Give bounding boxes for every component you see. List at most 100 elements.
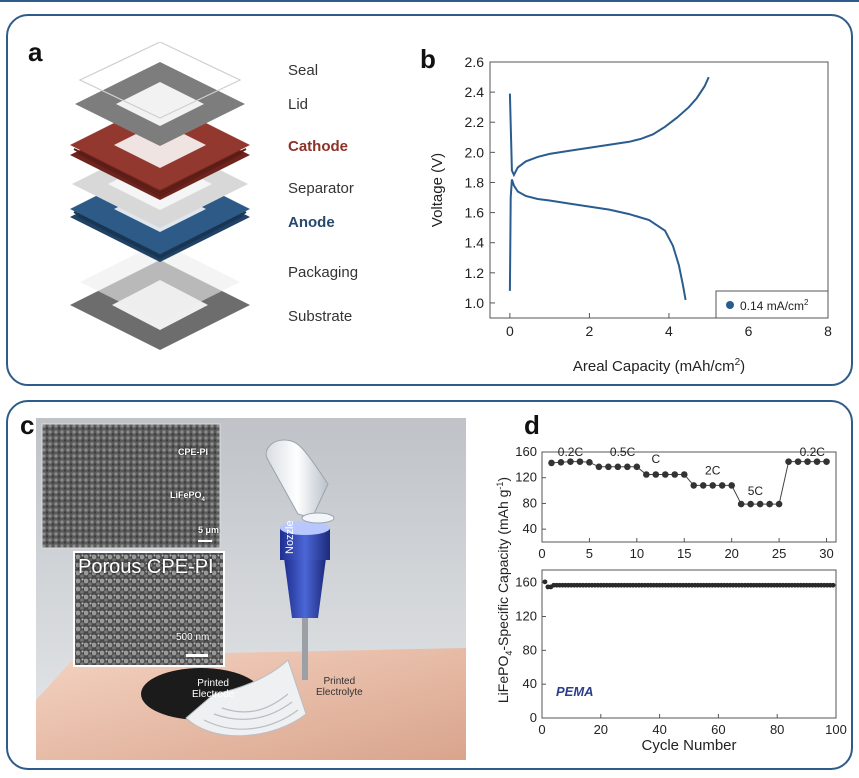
y-tick-label: 1.2: [465, 265, 485, 281]
rate-point: [576, 458, 584, 465]
rate-point: [756, 500, 764, 508]
rate-point: [690, 482, 698, 489]
rate-line: [551, 461, 827, 505]
charge-curve: [508, 76, 710, 178]
y-tick-label: 2.4: [465, 84, 485, 100]
panel-d-letter: d: [524, 410, 540, 440]
panel-a-letter: a: [28, 37, 43, 67]
rate-point: [661, 471, 669, 478]
bottom-y-tick-label: 40: [523, 676, 537, 691]
rate-annotation: 2C: [705, 464, 721, 478]
rate-annotation: 0.2C: [558, 445, 584, 459]
rate-point: [680, 471, 688, 478]
x-tick-label: 4: [665, 323, 673, 339]
layer-label-seal: Seal: [288, 62, 319, 79]
battery-exploded-illustration: [70, 42, 250, 350]
rate-point: [766, 500, 773, 508]
x-tick-label: 2: [586, 323, 594, 339]
legend-marker: [726, 301, 734, 309]
y-tick-label: 1.4: [465, 235, 485, 251]
sem-bottom-title: Porous CPE-PI: [78, 556, 214, 578]
sem-image-top: [41, 423, 221, 549]
chart-d-bottom-plot: [541, 569, 837, 719]
lid-layer: [75, 62, 245, 146]
rate-point: [652, 471, 660, 478]
chart-b-plot-area: [489, 61, 829, 319]
bottom-y-tick-label: 160: [515, 575, 537, 590]
top-x-tick-label: 10: [630, 546, 644, 561]
y-tick-label: 2.2: [465, 114, 485, 130]
ink-tube: [265, 439, 335, 524]
rate-point: [595, 463, 603, 471]
top-y-tick-label: 80: [523, 495, 537, 510]
pema-label: PEMA: [556, 684, 594, 699]
discharge-curve: [508, 179, 687, 301]
bottom-x-tick-label: 20: [594, 722, 608, 737]
substrate-layer: [70, 242, 250, 350]
rate-annotation: 0.5C: [610, 445, 636, 459]
top-y-tick-label: 120: [515, 470, 537, 485]
layer-label-lid: Lid: [288, 96, 309, 113]
top-y-tick-label: 160: [515, 444, 537, 459]
bottom-x-tick-label: 100: [825, 722, 847, 737]
rate-point: [775, 500, 783, 508]
y-tick-label: 2.0: [465, 144, 485, 160]
panel-b-letter: b: [420, 44, 436, 74]
y-tick-label: 2.6: [465, 54, 485, 70]
y-tick-label: 1.8: [465, 174, 485, 190]
rate-point: [586, 458, 593, 466]
rate-point: [624, 463, 631, 471]
bottom-x-tick-label: 40: [652, 722, 666, 737]
rate-point: [747, 500, 754, 508]
rate-point: [737, 500, 745, 508]
rate-annotation: 0.2C: [800, 445, 826, 459]
top-y-tick-label: 40: [523, 521, 537, 536]
x-tick-label: 8: [824, 323, 832, 339]
rate-annotation: 5C: [748, 484, 764, 498]
layer-label-anode: Anode: [288, 214, 335, 231]
chart-b-ylabel: Voltage (V): [429, 153, 446, 227]
sem-top-label-lifepo4: LiFePO4: [170, 490, 205, 503]
panel-c-letter: c: [20, 410, 35, 440]
sem-bottom-scale-bar: [186, 654, 208, 657]
chart-d-top-plot: [541, 451, 837, 543]
rate-point: [605, 463, 612, 471]
rate-point: [548, 459, 555, 467]
bottom-x-tick-label: 80: [770, 722, 784, 737]
rate-point: [718, 482, 726, 489]
legend-label: 0.14 mA/cm2: [740, 298, 809, 313]
rate-point: [804, 458, 811, 465]
rate-point: [614, 463, 622, 471]
printing-illustration: [36, 418, 466, 760]
sem-image-bottom: [73, 551, 225, 667]
rate-annotation: C: [651, 452, 660, 466]
rate-point: [671, 471, 679, 478]
bottom-y-tick-label: 0: [530, 710, 537, 725]
nozzle-label: Nozzle: [284, 520, 296, 554]
top-x-tick-label: 25: [772, 546, 786, 561]
rate-point: [699, 482, 707, 489]
rate-point: [728, 482, 735, 489]
nozzle: [280, 521, 330, 680]
y-tick-label: 1.0: [465, 295, 485, 311]
rate-point: [823, 458, 830, 465]
sem-top-label-cpe: CPE-PI: [178, 447, 209, 457]
top-x-tick-label: 5: [586, 546, 593, 561]
chart-b-xlabel: Areal Capacity (mAh/cm2): [573, 357, 745, 375]
rate-point: [643, 471, 650, 478]
rate-point: [633, 463, 641, 471]
top-x-tick-label: 30: [819, 546, 833, 561]
layer-label-substrate: Substrate: [288, 308, 353, 325]
bottom-y-tick-label: 80: [523, 642, 537, 657]
x-tick-label: 0: [506, 323, 514, 339]
y-tick-label: 1.6: [465, 205, 485, 221]
layer-label-separator: Separator: [288, 180, 354, 197]
chart-d-xlabel: Cycle Number: [641, 737, 736, 754]
chart-b-legend: 0.14 mA/cm2: [715, 290, 829, 319]
bottom-x-tick-label: 60: [711, 722, 725, 737]
rate-point: [785, 458, 792, 465]
sem-top-scale-bar: [198, 540, 212, 542]
